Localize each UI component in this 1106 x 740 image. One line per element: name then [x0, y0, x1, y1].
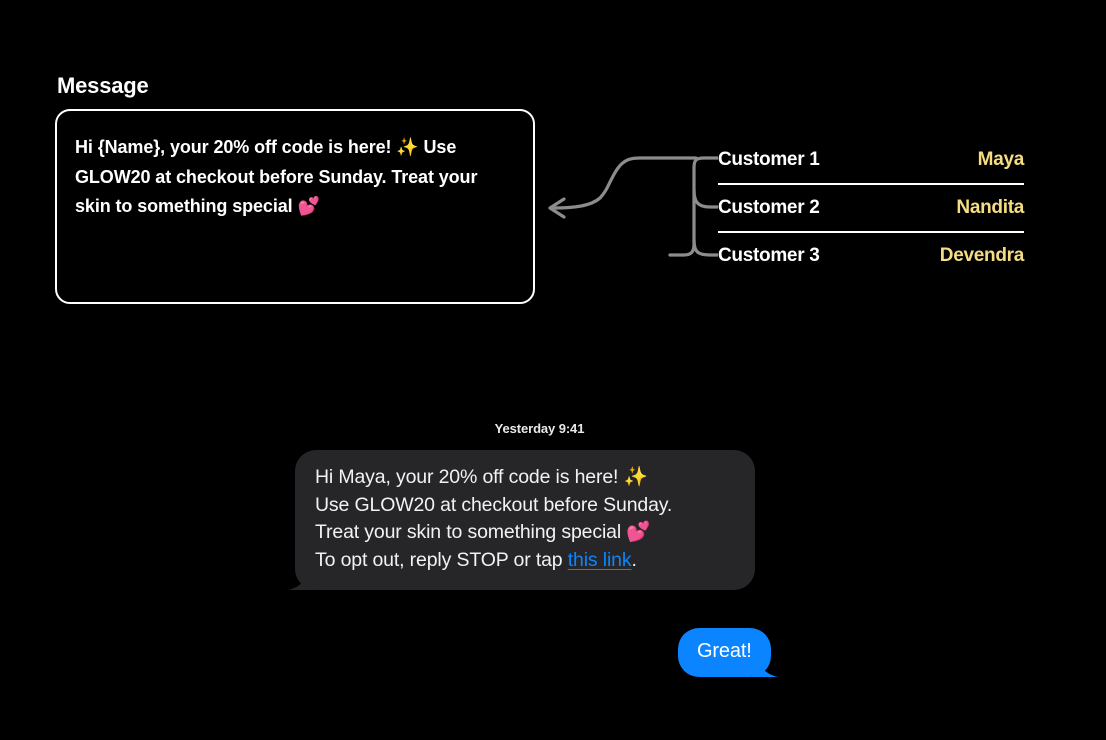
- list-divider: [718, 183, 1024, 185]
- received-message-text: Hi Maya, your 20% off code is here! ✨ Us…: [315, 464, 735, 574]
- received-text-after-link: .: [631, 548, 637, 571]
- connector-arrow: [548, 156, 718, 257]
- list-divider: [718, 231, 1024, 233]
- customer-label: Customer 1: [718, 149, 820, 170]
- bubble-tail-right-icon: [751, 651, 778, 677]
- opt-out-link[interactable]: this link: [567, 548, 632, 571]
- sent-message-bubble[interactable]: Great!: [678, 628, 778, 677]
- customer-value: Nandita: [956, 197, 1024, 218]
- message-template-box[interactable]: Hi {Name}, your 20% off code is here! ✨ …: [55, 109, 535, 304]
- message-template-panel: Message: [55, 72, 537, 108]
- received-message-bubble[interactable]: Hi Maya, your 20% off code is here! ✨ Us…: [288, 450, 755, 590]
- customer-label: Customer 2: [718, 197, 820, 218]
- list-item[interactable]: Customer 3 Devendra: [718, 240, 1024, 272]
- sent-message-text: Great!: [697, 640, 752, 662]
- customer-list: Customer 1 Maya Customer 2 Nandita Custo…: [718, 144, 1024, 272]
- received-text-before-link: Hi Maya, your 20% off code is here! ✨ Us…: [315, 466, 673, 571]
- list-item[interactable]: Customer 1 Maya: [718, 144, 1024, 176]
- customer-value: Devendra: [939, 245, 1025, 266]
- page-title: Message: [57, 73, 149, 98]
- customer-value: Maya: [977, 149, 1025, 170]
- list-item[interactable]: Customer 2 Nandita: [718, 192, 1024, 224]
- customer-label: Customer 3: [718, 245, 820, 266]
- message-template-text: Hi {Name}, your 20% off code is here! ✨ …: [75, 137, 483, 216]
- bubble-tail-left-icon: [288, 564, 314, 590]
- conversation-timestamp: Yesterday 9:41: [494, 421, 585, 436]
